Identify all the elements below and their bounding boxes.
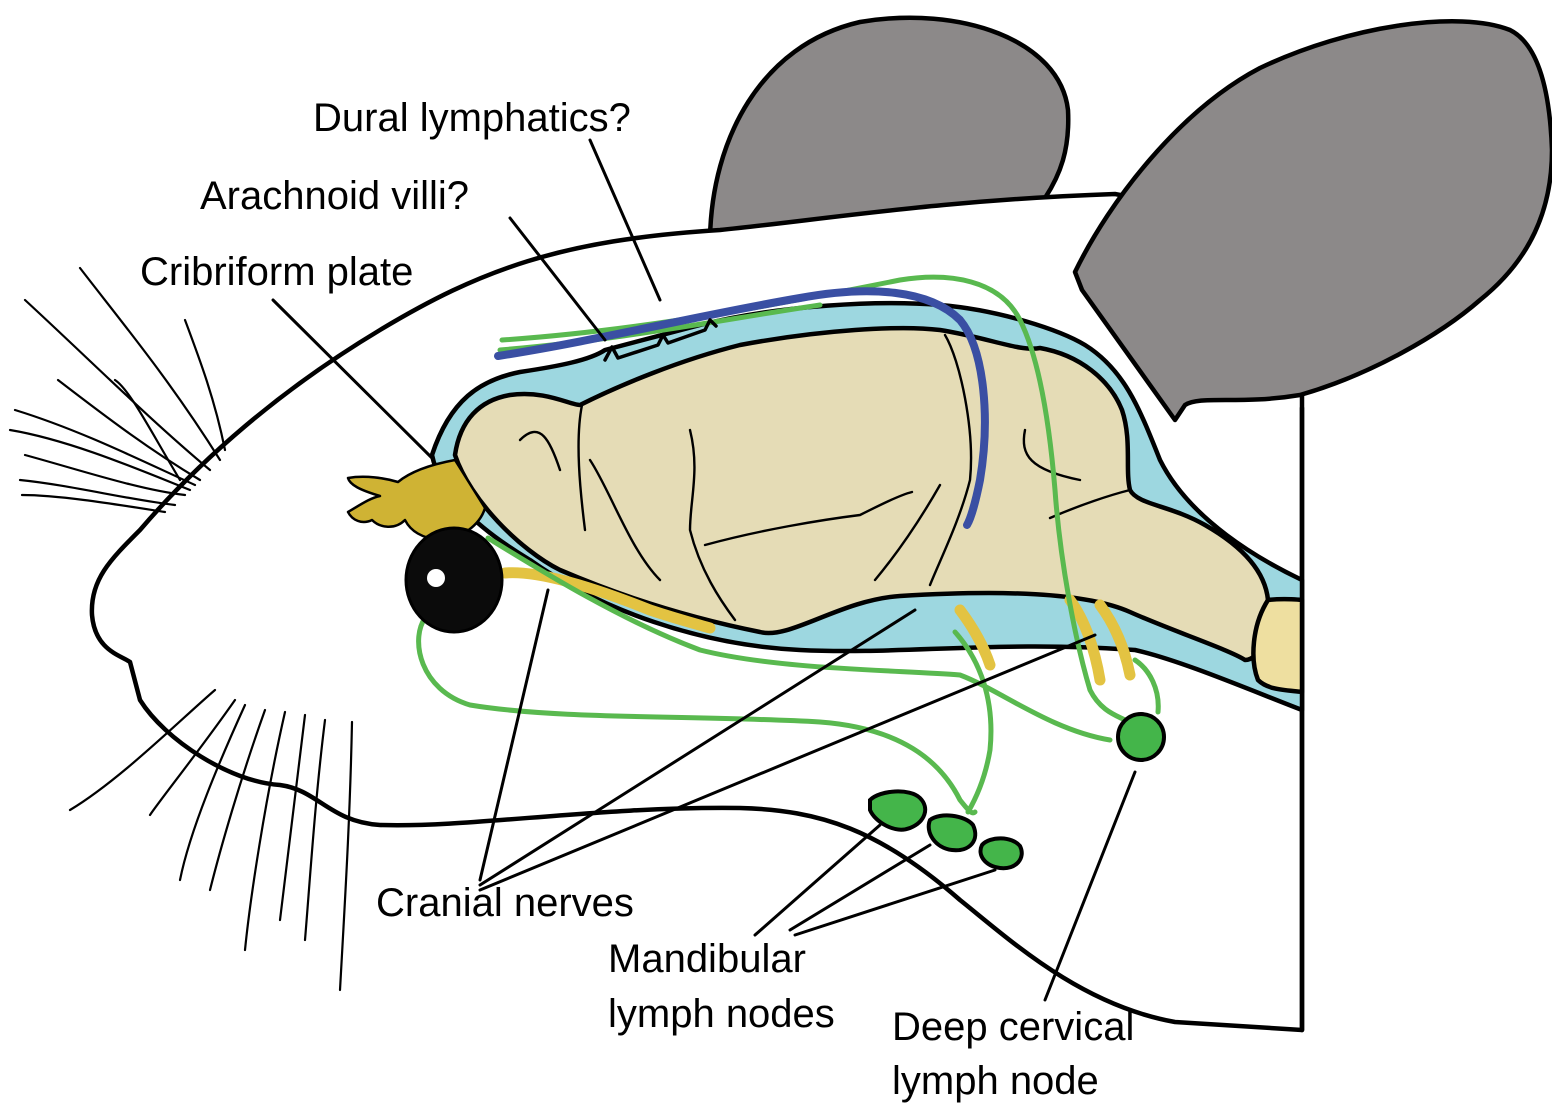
label-cribriform-plate: Cribriform plate bbox=[140, 250, 413, 294]
label-mandibular-line1: Mandibular bbox=[608, 937, 806, 981]
eye-icon bbox=[406, 528, 502, 632]
deep-cervical-lymph-node-icon bbox=[1118, 714, 1164, 760]
front-ear-icon bbox=[1075, 21, 1552, 420]
label-deep-cervical-line1: Deep cervical bbox=[892, 1005, 1134, 1049]
label-dural-lymphatics: Dural lymphatics? bbox=[313, 96, 631, 140]
lymph-node-icon bbox=[929, 815, 976, 850]
label-cranial-nerves: Cranial nerves bbox=[376, 881, 634, 925]
label-mandibular-line2: lymph nodes bbox=[608, 992, 835, 1036]
label-arachnoid-villi: Arachnoid villi? bbox=[200, 174, 469, 218]
spinal-cord bbox=[1253, 599, 1302, 692]
lymph-node-icon bbox=[981, 838, 1022, 868]
label-deep-cervical-line2: lymph node bbox=[892, 1059, 1099, 1103]
